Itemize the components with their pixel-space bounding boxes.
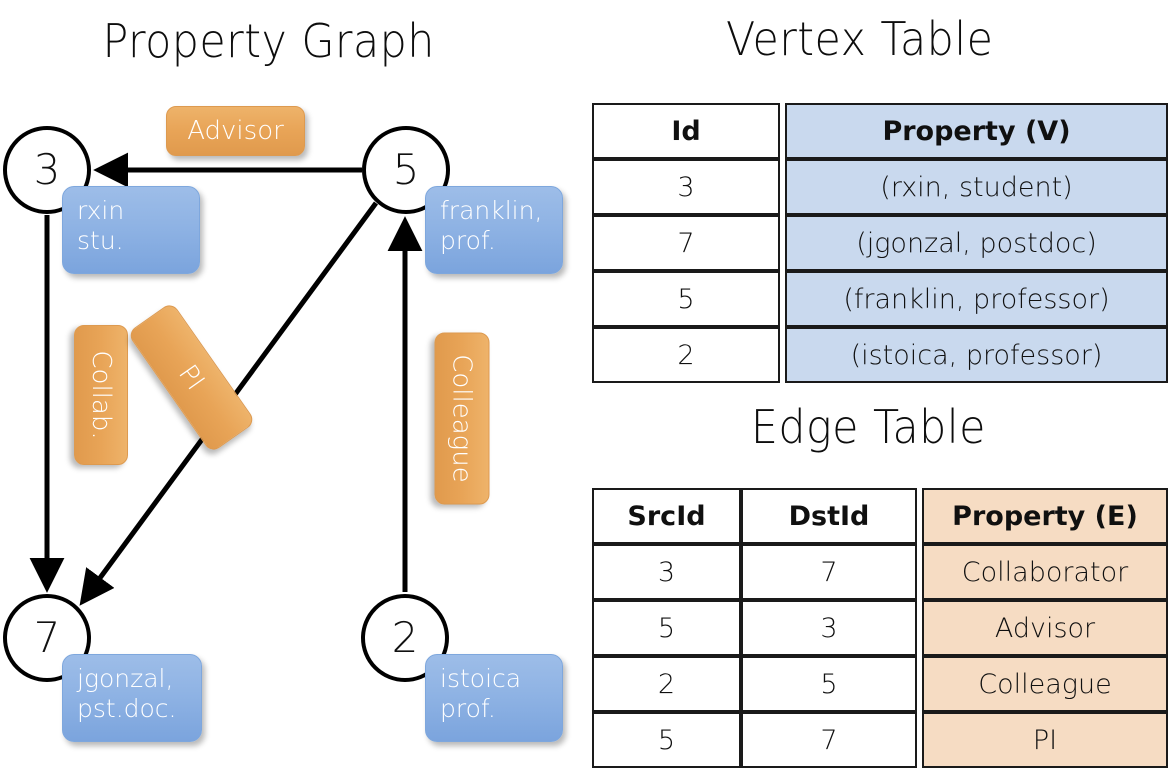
edge-cell-dstid: 7 [741, 544, 917, 600]
edge-cell-property: Collaborator [922, 544, 1168, 600]
vertex-property-callout-3: rxin stu. [62, 186, 200, 274]
edge-col-header-dstid: DstId [741, 488, 917, 544]
vertex-cell-id: 2 [592, 327, 780, 383]
edge-cell-dstid: 3 [741, 600, 917, 656]
table-row: 3 (rxin, student) [592, 159, 1168, 215]
edge-cell-property: Colleague [922, 656, 1168, 712]
graph-node-7-label: 7 [33, 613, 61, 662]
vertex-col-header-property: Property (V) [785, 103, 1168, 159]
graph-node-5[interactable]: 5 [362, 126, 450, 214]
graph-node-2-label: 2 [391, 613, 419, 662]
table-header-row: Id Property (V) [592, 103, 1168, 159]
vertex-cell-property: (rxin, student) [785, 159, 1168, 215]
table-row: 2 5 Colleague [592, 656, 1168, 712]
edge-cell-srcid: 5 [592, 600, 741, 656]
edge-cell-srcid: 3 [592, 544, 741, 600]
edge-col-header-srcid: SrcId [592, 488, 741, 544]
vertex-cell-property: (franklin, professor) [785, 271, 1168, 327]
graph-node-2[interactable]: 2 [361, 594, 449, 682]
edge-label-advisor: Advisor [166, 106, 305, 156]
edge-cell-srcid: 5 [592, 712, 741, 768]
edge-label-colleague: Colleague [434, 332, 490, 505]
graph-node-3-label: 3 [33, 145, 61, 194]
table-header-row: SrcId DstId Property (E) [592, 488, 1168, 544]
table-row: 5 3 Advisor [592, 600, 1168, 656]
edge-cell-dstid: 7 [741, 712, 917, 768]
vertex-cell-id: 5 [592, 271, 780, 327]
edge-label-collab: Collab. [74, 325, 128, 465]
edge-cell-dstid: 5 [741, 656, 917, 712]
graph-node-5-label: 5 [392, 145, 420, 194]
table-row: 5 (franklin, professor) [592, 271, 1168, 327]
vertex-cell-id: 3 [592, 159, 780, 215]
page-title-edge-table: Edge Table [750, 400, 986, 454]
vertex-table: Id Property (V) 3 (rxin, student) 7 (jgo… [592, 103, 1168, 383]
page-title-vertex-table: Vertex Table [726, 12, 994, 66]
edge-cell-property: Advisor [922, 600, 1168, 656]
table-row: 5 7 PI [592, 712, 1168, 768]
table-row: 7 (jgonzal, postdoc) [592, 215, 1168, 271]
page-title-property-graph: Property Graph [102, 14, 435, 68]
vertex-property-callout-2: istoica prof. [425, 654, 563, 742]
vertex-property-callout-7: jgonzal, pst.doc. [62, 654, 202, 742]
vertex-property-callout-5: franklin, prof. [425, 186, 563, 274]
property-graph-panel: Property Graph 3 5 7 2 rxin stu. frankli… [0, 0, 585, 760]
table-row: 3 7 Collaborator [592, 544, 1168, 600]
edge-col-header-property: Property (E) [922, 488, 1168, 544]
vertex-col-header-id: Id [592, 103, 780, 159]
table-row: 2 (istoica, professor) [592, 327, 1168, 383]
vertex-cell-id: 7 [592, 215, 780, 271]
edge-table: SrcId DstId Property (E) 3 7 Collaborato… [592, 488, 1168, 768]
edge-cell-srcid: 2 [592, 656, 741, 712]
vertex-cell-property: (jgonzal, postdoc) [785, 215, 1168, 271]
vertex-cell-property: (istoica, professor) [785, 327, 1168, 383]
